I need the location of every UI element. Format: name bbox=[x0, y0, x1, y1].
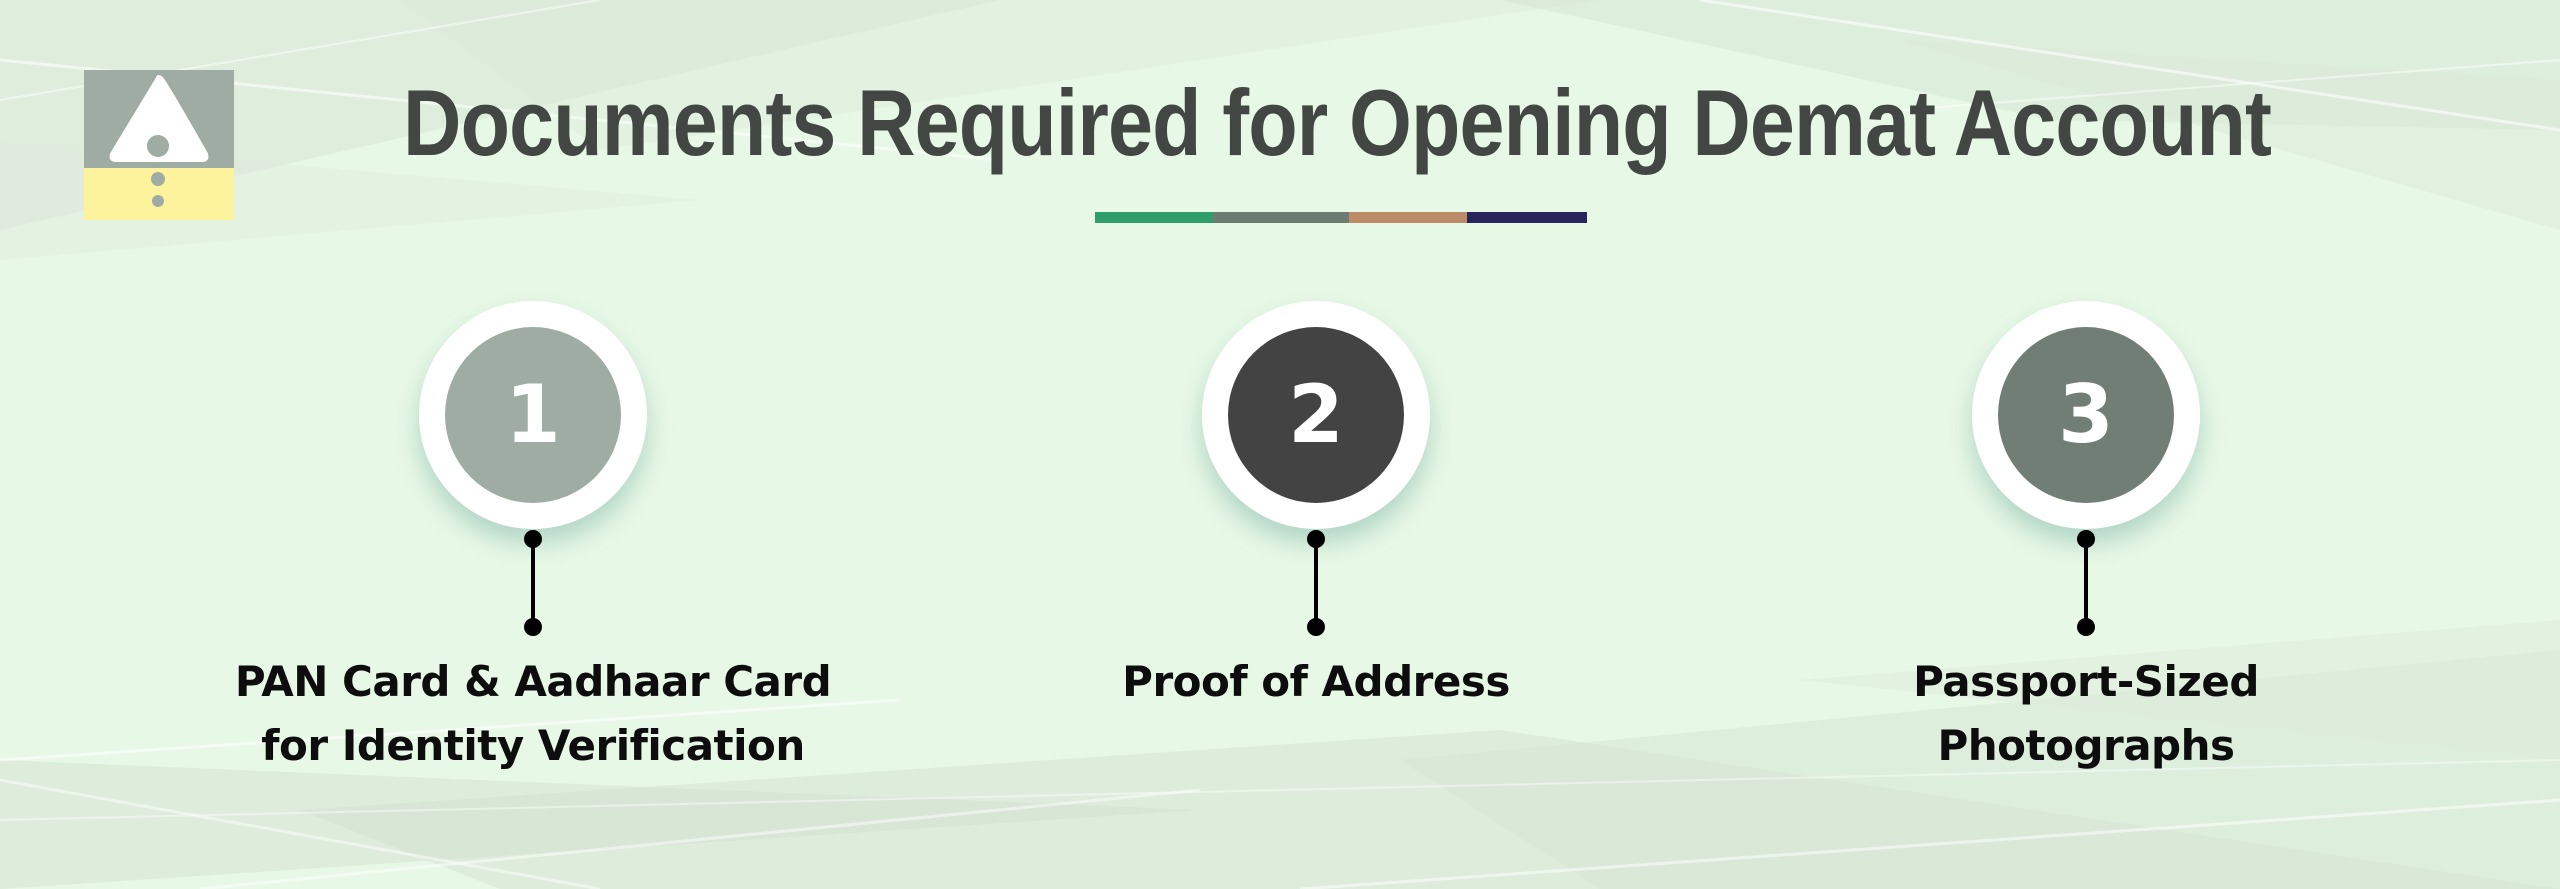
step-badge: 3 bbox=[1972, 301, 2200, 529]
step-badge: 1 bbox=[419, 301, 647, 529]
divider-segment-tan bbox=[1349, 212, 1467, 223]
step-label-line: Proof of Address bbox=[1122, 657, 1510, 706]
step-label-line: Passport-Sized bbox=[1913, 657, 2259, 706]
divider-segment-green bbox=[1095, 212, 1213, 223]
step-label-line: PAN Card & Aadhaar Card bbox=[234, 657, 832, 706]
title-bar: Documents Required for Opening Demat Acc… bbox=[0, 68, 2560, 178]
step-label-line: Photographs bbox=[1937, 721, 2235, 770]
step-badge-core: 1 bbox=[445, 327, 621, 503]
connector-icon bbox=[2077, 530, 2095, 636]
brand-logo-icon bbox=[84, 70, 234, 220]
step-label: Proof of Address bbox=[916, 650, 1716, 714]
divider-segment-gray bbox=[1213, 212, 1349, 223]
step-label: Passport-Sized Photographs bbox=[1686, 650, 2486, 778]
step-badge-core: 3 bbox=[1998, 327, 2174, 503]
step-number: 1 bbox=[505, 368, 561, 461]
connector-icon bbox=[524, 530, 542, 636]
step-label: PAN Card & Aadhaar Card for Identity Ver… bbox=[133, 650, 933, 778]
step-number: 2 bbox=[1288, 368, 1344, 461]
step-badge-core: 2 bbox=[1228, 327, 1404, 503]
step-badge: 2 bbox=[1202, 301, 1430, 529]
divider-segment-navy bbox=[1467, 212, 1587, 223]
connector-icon bbox=[1307, 530, 1325, 636]
step-label-line: for Identity Verification bbox=[261, 721, 805, 770]
title-divider bbox=[1095, 212, 1587, 223]
page-title: Documents Required for Opening Demat Acc… bbox=[403, 70, 2272, 175]
step-number: 3 bbox=[2058, 368, 2114, 461]
